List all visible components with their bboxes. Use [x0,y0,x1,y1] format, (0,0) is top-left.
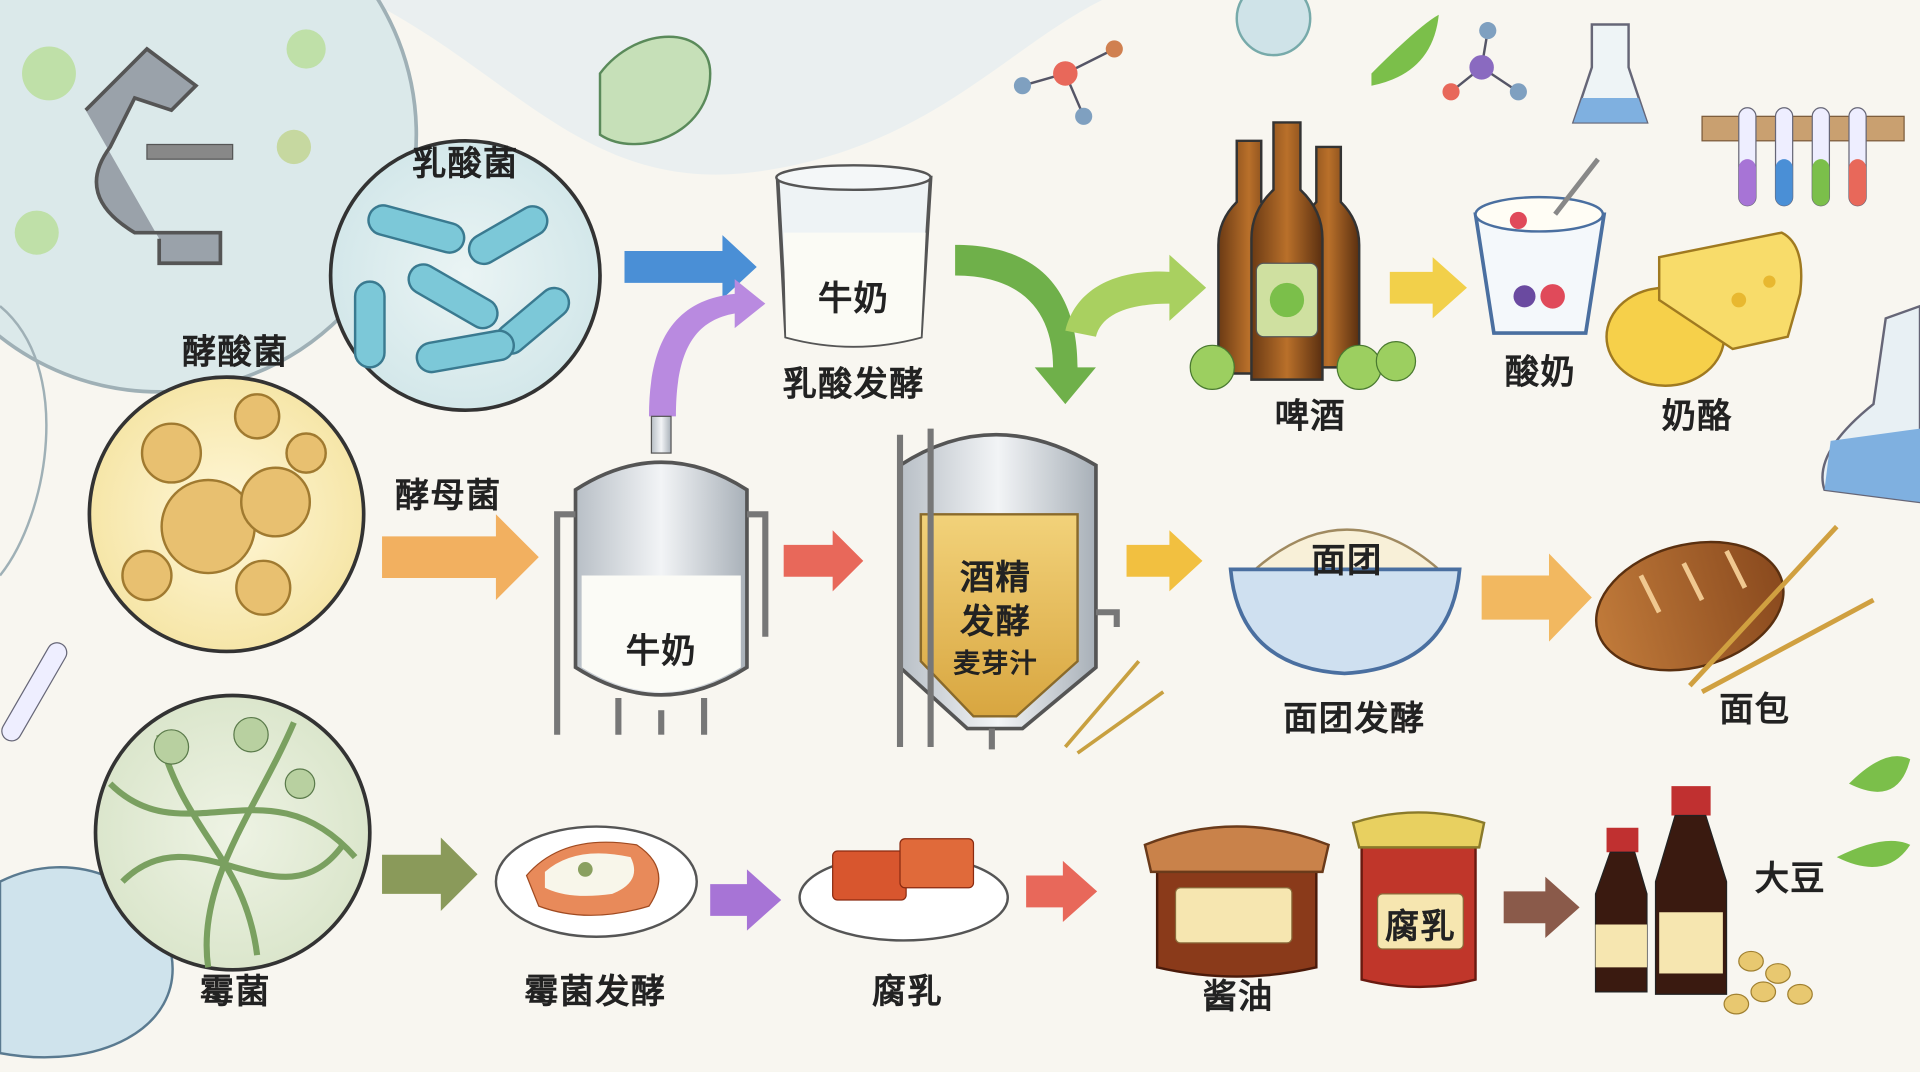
arrows [382,235,1592,938]
milk-tank [554,415,769,735]
tofu-jar [1351,811,1486,989]
yeast-circle [87,375,366,654]
acetic-bacteria-label: 酵酸菌 [181,331,289,373]
cheese-label: 奶酪 [1661,395,1733,436]
dough-label: 面团 [1311,540,1383,581]
arrow-curve-icon [648,279,766,417]
arrow-curve-icon [1065,254,1207,337]
tofu-jar-label: 腐乳 [1384,906,1456,947]
fermentation-label: 发酵 [959,601,1032,642]
arrow-right-icon [1126,530,1203,592]
yogurt-cup [1473,157,1607,335]
beer-label: 啤酒 [1274,395,1346,436]
bread-loaf [1594,524,1875,695]
mold-fermentation-label: 霉菌发酵 [524,971,667,1012]
dough-bowl [1228,528,1462,676]
soy-bottles [1594,786,1813,1015]
arrow-right-icon [1026,860,1098,923]
soybean-label: 大豆 [1754,858,1826,899]
bread-label: 面包 [1719,689,1791,730]
arrow-right-icon [710,869,782,931]
fermented-tofu-plate [798,838,1009,942]
soy-sauce-label: 酱油 [1202,975,1274,1017]
beaker-milk-label: 牛奶 [817,277,889,319]
arrow-right-icon [1389,257,1467,319]
arrow-right-icon [783,530,864,592]
lactic-bacteria-circle [328,138,602,413]
fermenter-tank [896,428,1165,755]
arrow-down-icon [955,244,1096,405]
lactic-fermentation-label: 乳酸发酵 [782,363,925,405]
milk-beaker [775,164,933,348]
yeast-label: 酵母菌 [394,475,502,516]
mold-circle [93,693,372,972]
wort-label: 麦芽汁 [953,648,1038,680]
arrow-right-icon [382,837,478,912]
moldy-tofu-plate [494,825,698,938]
fermented-tofu-label: 腐乳 [871,971,943,1012]
mold-label: 霉菌 [199,971,271,1012]
arrow-right-icon [1481,553,1592,642]
arrow-right-icon [382,514,539,601]
lactic-bacteria-label: 乳酸菌 [412,143,519,184]
yogurt-label: 酸奶 [1504,351,1576,392]
beer-bottles [1189,121,1417,391]
soy-sauce-jar [1143,825,1331,978]
cheese [1605,231,1803,387]
tank-milk-label: 牛奶 [625,630,697,672]
arrow-right-icon [1503,876,1580,938]
dough-fermentation-label: 面团发酵 [1283,697,1426,739]
alcohol-label: 酒精 [959,557,1032,598]
